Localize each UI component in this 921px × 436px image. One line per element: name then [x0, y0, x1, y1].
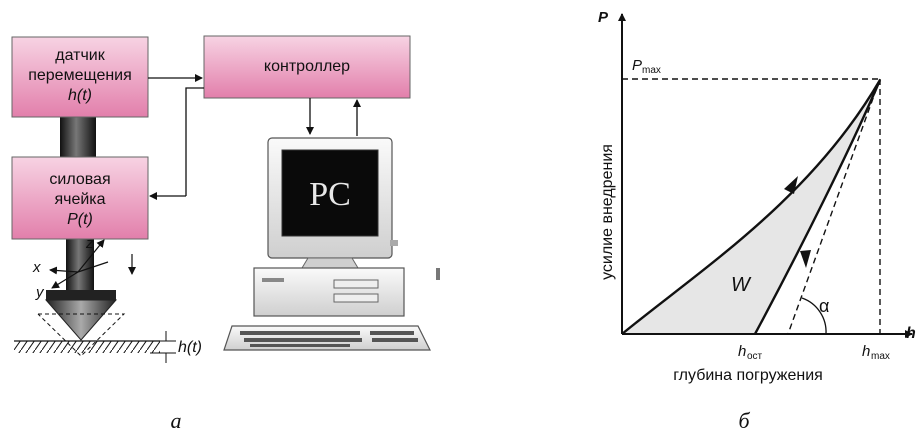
loading-curve	[621, 79, 882, 335]
svg-text:max: max	[642, 65, 661, 76]
caption-right: б	[738, 408, 750, 433]
depth-label: h(t)	[178, 339, 202, 356]
right-diagram: P h P max h ост h max W α усилие внедрен…	[598, 9, 916, 433]
h-ost-label: h ост	[738, 343, 763, 362]
h-max-label: h max	[862, 343, 890, 362]
load-cell-label-line1: силовая	[49, 171, 110, 188]
work-label: W	[731, 274, 752, 296]
unloading-direction-arrow	[800, 250, 811, 268]
work-area	[622, 80, 880, 334]
p-axis-letter: P	[598, 9, 609, 26]
x-axis-label: x	[32, 259, 41, 276]
load-cell-box: силовая ячейка P(t)	[11, 156, 149, 240]
sensor-label-line1: датчик	[55, 47, 105, 64]
pc-icon: PC	[223, 137, 440, 351]
alpha-label: α	[819, 296, 829, 316]
lower-rod	[66, 238, 94, 290]
sensor-label-line3: h(t)	[68, 87, 92, 104]
caption-left: а	[171, 408, 182, 433]
controller-label: контроллер	[264, 58, 350, 75]
pc-screen-text: PC	[309, 176, 351, 213]
y-axis-label: y	[35, 284, 45, 301]
indenter-outline-dashed	[37, 313, 126, 357]
loading-direction-arrow	[784, 176, 798, 194]
svg-text:P: P	[632, 57, 642, 74]
x-axis-title: глубина погружения	[673, 367, 823, 384]
alpha-angle-arc	[801, 297, 827, 335]
upper-rod	[60, 116, 96, 158]
svg-text:h: h	[862, 343, 870, 360]
controller-to-loadcell-line	[185, 87, 204, 196]
svg-text:h: h	[738, 343, 746, 360]
svg-text:max: max	[871, 351, 890, 362]
z-axis-label: z	[85, 235, 94, 252]
displacement-sensor-box: датчик перемещения h(t)	[11, 36, 149, 118]
coordinate-axes-icon: z x y	[32, 235, 136, 301]
h-axis-letter: h	[906, 325, 916, 342]
controller-box: контроллер	[203, 35, 411, 99]
indenter-holder	[46, 290, 116, 300]
sensor-label-line2: перемещения	[28, 67, 132, 84]
load-cell-label-line2: ячейка	[54, 191, 105, 208]
indenter-tip	[44, 299, 118, 341]
unloading-curve	[753, 79, 882, 335]
left-diagram: датчик перемещения h(t) контроллер силов…	[11, 35, 440, 433]
sample-surface: h(t)	[14, 331, 202, 363]
y-axis-title: усилие внедрения	[599, 144, 616, 280]
p-max-label: P max	[632, 57, 661, 76]
load-cell-label-line3: P(t)	[67, 211, 93, 228]
svg-text:ост: ост	[747, 351, 763, 362]
tangent-dashed-line	[787, 78, 881, 335]
